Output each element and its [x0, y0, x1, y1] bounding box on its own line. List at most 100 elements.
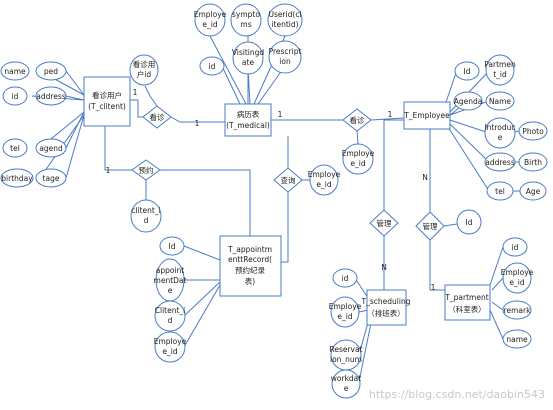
- attr-employee-birth-text: Birth: [524, 158, 542, 167]
- attr-employee-age[interactable]: Age: [519, 181, 547, 201]
- attr-scheduling-reservation-num[interactable]: Reservat ion_num: [329, 339, 363, 371]
- relationship-chaxun-label: 查询: [281, 175, 296, 185]
- entity-partment-line-2: （科室表）: [448, 304, 486, 314]
- attr-kanzhen-user-id[interactable]: 看诊用 户id: [129, 54, 159, 86]
- attr-employee-address[interactable]: address: [484, 152, 516, 172]
- attr-employee-photo[interactable]: Photo: [518, 121, 548, 141]
- attr-client-agend[interactable]: agend: [35, 138, 67, 158]
- attr-client-ped[interactable]: ped: [35, 61, 67, 81]
- relationship-guanli-partment[interactable]: 管理: [415, 211, 445, 241]
- entity-employee[interactable]: T_Employee: [403, 101, 451, 130]
- attr-appointment-id[interactable]: Id: [159, 236, 185, 256]
- attr-partment-employee-id[interactable]: Employe e_id: [501, 262, 534, 294]
- edge-rk1-medical: [170, 116, 225, 123]
- edge-a-employee: [183, 284, 221, 348]
- edge-client-ped: [65, 70, 85, 96]
- relationship-kanzhen-2-label: 看诊: [350, 115, 365, 125]
- entity-medical[interactable]: 病历表 (T_medical): [224, 103, 272, 137]
- attr-chaxun-employee-id[interactable]: Employe e_id: [308, 164, 341, 196]
- attr-employee-introduce[interactable]: Introduc e: [484, 117, 516, 149]
- cardinality-guanli-scheduling: N: [381, 263, 387, 272]
- attr-employee-name[interactable]: Name: [485, 91, 515, 111]
- relationship-guanli-scheduling[interactable]: 管理: [369, 209, 399, 237]
- attr-partment-name[interactable]: name: [502, 329, 532, 349]
- entity-scheduling-line-2: （排班表）: [367, 308, 405, 318]
- edge-client-agend: [65, 111, 85, 149]
- relationship-kanzhen-client-medical[interactable]: 看诊: [142, 105, 172, 129]
- attr-scheduling-workdate[interactable]: workdat e: [331, 369, 362, 399]
- attr-medical-id-text: id: [209, 62, 216, 71]
- attr-client-ped-text: ped: [44, 67, 58, 76]
- attr-partment-id-text: id: [512, 243, 519, 252]
- attr-employee-tel[interactable]: tel: [486, 181, 514, 201]
- attr-medical-userid-line-1: Userid(cl: [268, 10, 301, 19]
- relationship-kanzhen-1-label: 看诊: [150, 112, 165, 122]
- entity-appointment-line-1: T_appointm: [227, 245, 272, 254]
- attr-appointment-clitent-id-line-2: d: [168, 316, 173, 325]
- attr-employee-id[interactable]: Id: [454, 61, 480, 81]
- attr-scheduling-reservation-num-line-1: Reservat: [329, 345, 362, 354]
- attr-scheduling-employee-id[interactable]: Employe e_id: [329, 296, 362, 328]
- attr-medical-userid-line-2: itentid): [271, 20, 298, 29]
- attr-client-address[interactable]: address: [35, 86, 67, 106]
- attr-employee-partment-id-line-2: t_id: [493, 70, 507, 79]
- attr-appointment-clitent-id[interactable]: Clitent_i d: [154, 300, 186, 332]
- cardinality-medical-kanzhen: 1: [278, 110, 283, 119]
- attr-kanzhen-employee-id[interactable]: Employe e_id: [342, 143, 375, 175]
- attr-partment-id[interactable]: id: [502, 237, 528, 257]
- relationship-chaxun[interactable]: 查询: [273, 167, 303, 193]
- attr-employee-partment-id[interactable]: Partmen t_id: [484, 54, 516, 86]
- attr-yuyue-clitent-id-line-1: clitent_i: [131, 206, 160, 215]
- entity-scheduling-line-1: T_scheduling: [361, 297, 411, 306]
- attr-client-tel[interactable]: tel: [2, 138, 28, 158]
- attr-appointment-date[interactable]: appoint mentDat e: [154, 258, 187, 302]
- cardinality-client-yuyue: 1: [106, 166, 111, 175]
- attr-kanzhen-user-id-line-1: 看诊用: [133, 59, 156, 69]
- attr-client-birthday[interactable]: birthday: [0, 168, 34, 188]
- attr-client-tage-text: tage: [43, 174, 60, 183]
- attr-appointment-clitent-id-line-1: Clitent_i: [155, 306, 186, 315]
- attr-client-tage[interactable]: tage: [35, 168, 67, 188]
- entity-partment[interactable]: T_partment （科室表）: [444, 284, 491, 321]
- attr-medical-visitingdate-line-1: Visitingd: [232, 48, 265, 57]
- attr-medical-employee-id[interactable]: Employe e_id: [194, 3, 227, 37]
- attr-chaxun-employee-id-line-1: Employe: [308, 170, 341, 179]
- attr-scheduling-workdate-line-1: workdat: [331, 374, 362, 383]
- cardinality-employee-guanli: N: [422, 173, 428, 182]
- attr-employee-agenda[interactable]: Agenda: [453, 91, 483, 111]
- edge-rk2-employee: [370, 117, 405, 121]
- attr-scheduling-id-text: id: [342, 274, 349, 283]
- attr-medical-employee-id-line-1: Employe: [194, 10, 227, 19]
- entity-appointment[interactable]: T_appointm enttRecord( 预约纪录 表): [219, 235, 282, 297]
- attr-partment-employee-id-line-1: Employe: [501, 268, 534, 277]
- edge-client-rk1: [130, 99, 143, 118]
- entity-scheduling[interactable]: T_scheduling （排班表）: [361, 289, 411, 326]
- attr-yuyue-clitent-id[interactable]: clitent_i d: [130, 199, 162, 233]
- attr-client-id-text: id: [12, 92, 19, 101]
- attr-partment-remark[interactable]: remark: [502, 300, 532, 320]
- attr-employee-birth[interactable]: Birth: [518, 152, 548, 172]
- attr-scheduling-id[interactable]: id: [332, 268, 358, 288]
- attr-employee-id-text: Id: [464, 67, 471, 76]
- relationship-guanli-1-label: 管理: [377, 218, 392, 228]
- attr-medical-userid[interactable]: Userid(cl itentid): [267, 3, 303, 37]
- attr-medical-prescription[interactable]: Prescript ion: [268, 40, 302, 74]
- attr-medical-visitingdate[interactable]: Visitingd ate: [232, 41, 265, 75]
- edge-m-id: [221, 65, 241, 105]
- attr-guanli-id[interactable]: Id: [456, 209, 482, 235]
- attr-medical-id[interactable]: id: [199, 56, 225, 76]
- attr-client-id[interactable]: id: [2, 86, 28, 106]
- attr-client-name[interactable]: name: [0, 61, 30, 81]
- relationship-yuyue[interactable]: 预约: [131, 159, 161, 181]
- attr-medical-symptoms[interactable]: sympto ms: [230, 3, 262, 37]
- attr-appointment-employee-id[interactable]: Employe e_id: [154, 331, 187, 363]
- entity-appointment-line-3: 预约纪录: [235, 265, 265, 275]
- relationship-kanzhen-medical-employee[interactable]: 看诊: [342, 108, 372, 132]
- entity-client[interactable]: 看诊用户 (T_clitent): [83, 76, 131, 127]
- attr-scheduling-reservation-num-line-2: ion_num: [330, 355, 362, 364]
- attr-guanli-id-text: Id: [466, 218, 473, 227]
- edge-p-employee: [491, 277, 504, 291]
- edge-p-id: [489, 246, 504, 286]
- attr-partment-name-text: name: [506, 335, 528, 344]
